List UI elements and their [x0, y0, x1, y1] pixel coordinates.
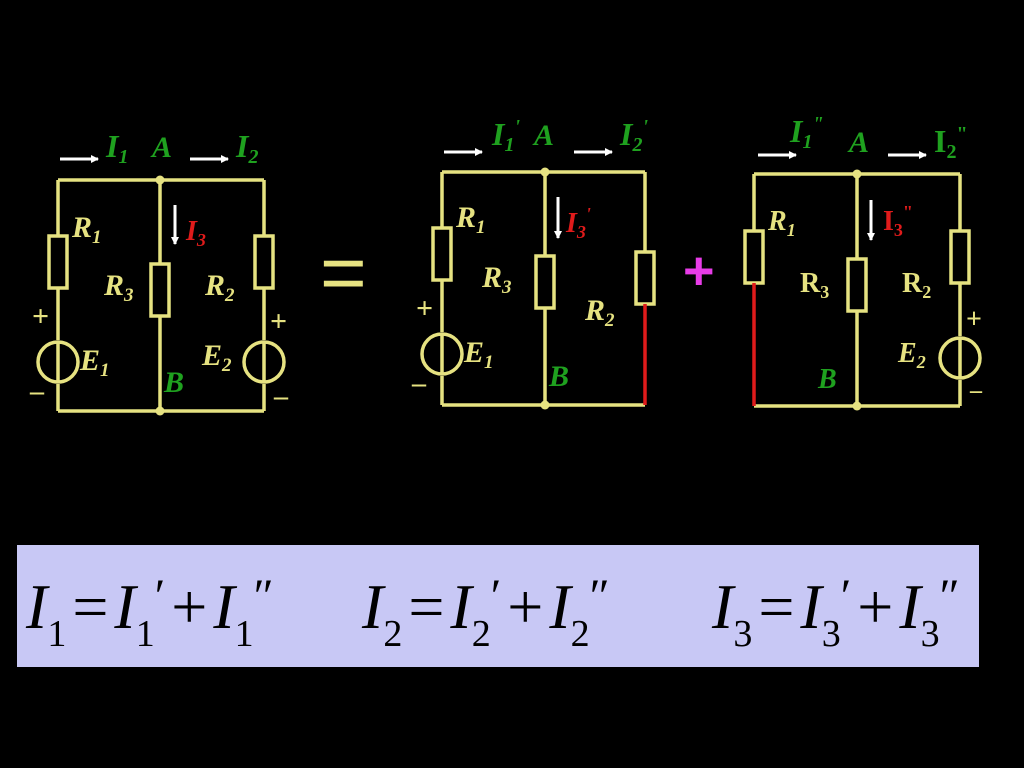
current-arrows-c3: [758, 151, 927, 241]
c2-label-a: A: [532, 119, 554, 152]
c1-plus-e1: +: [32, 300, 49, 333]
formula-i3-lhs-sub: 3: [733, 613, 753, 655]
c3-plus-e2: +: [966, 304, 982, 335]
c2-label-e1: E1: [463, 336, 494, 373]
formula-i3-a: I: [800, 571, 822, 642]
node-b-dot: [852, 401, 862, 411]
current-arrows-c1: [60, 155, 229, 245]
formula-i2-a-mark: ′: [490, 570, 502, 623]
resistor-r2: [949, 229, 971, 285]
c3-minus-e2: –: [969, 378, 983, 404]
c3-label-i1: I1": [789, 113, 824, 153]
c1-label-a: A: [150, 131, 172, 164]
formula-i1: I1=I1′+I1″: [26, 557, 274, 657]
c2-label-b: B: [548, 360, 569, 393]
formula-i1-lhs-sub: 1: [47, 613, 67, 655]
formula-i3-a-mark: ′: [840, 570, 852, 623]
resistor-r1: [743, 229, 765, 285]
node-a-dot: [540, 167, 550, 177]
c1-label-r1: R1: [71, 211, 102, 248]
c1-minus-e2: –: [273, 381, 289, 412]
c1-label-i1: I1: [105, 128, 128, 168]
resistor-r2: [253, 234, 275, 290]
formula-i2-b-mark: ″: [589, 570, 610, 623]
c2-label-r3: R3: [481, 261, 512, 298]
resistor-r3: [149, 262, 171, 318]
node-b-dot: [155, 406, 165, 416]
c1-minus-e1: –: [29, 376, 45, 407]
c3-label-r2: R2: [902, 268, 931, 302]
formula-i2-b: I: [549, 571, 571, 642]
node-a-dot: [155, 175, 165, 185]
c2-label-r1: R1: [455, 201, 486, 238]
formula-i1-b: I: [213, 571, 235, 642]
c3-label-a: A: [847, 126, 869, 159]
c1-label-e2: E2: [201, 339, 232, 376]
resistor-r1: [47, 234, 69, 290]
c3-label-i3: I3": [883, 202, 913, 240]
formula-i1-a-sub: 1: [135, 613, 155, 655]
formula-i1-lhs: I: [26, 571, 48, 642]
c3-label-e2: E2: [897, 338, 926, 372]
c1-label-b: B: [163, 366, 184, 399]
node-b-dot: [540, 400, 550, 410]
formula-i3-b-mark: ″: [939, 570, 960, 623]
c2-label-i1: I1': [491, 116, 520, 156]
c2-label-i2: I2': [619, 116, 648, 156]
formula-i1-eq: =: [72, 571, 109, 642]
resistor-r2: [634, 250, 656, 306]
formula-i3-b-sub: 3: [920, 613, 940, 655]
resistor-r3: [846, 257, 868, 313]
formula-i2-b-sub: 2: [570, 613, 590, 655]
formula-i2-plus: +: [507, 571, 544, 642]
c3-label-r1: R1: [767, 206, 796, 240]
c3-label-r3: R3: [800, 268, 829, 302]
node-a-dot: [852, 169, 862, 179]
c2-minus-e1: –: [411, 368, 427, 399]
resistor-r1: [431, 226, 453, 282]
formula-i2-a: I: [450, 571, 472, 642]
circuit-full: [36, 178, 286, 413]
formula-panel: [17, 545, 979, 667]
formula-i3: I3=I3′+I3″: [712, 557, 960, 657]
formula-i3-lhs: I: [712, 571, 734, 642]
formula-i2-a-sub: 2: [471, 613, 491, 655]
equals-sign: =: [320, 228, 367, 317]
formula-i2-eq: =: [408, 571, 445, 642]
formula-i1-b-sub: 1: [234, 613, 254, 655]
current-arrows-c2: [444, 148, 613, 239]
c3-label-i2: I2": [934, 123, 968, 163]
resistor-r3: [534, 254, 556, 310]
formula-i2: I2=I2′+I2″: [362, 557, 610, 657]
formula-i2-lhs: I: [362, 571, 384, 642]
formula-i1-a-mark: ′: [154, 570, 166, 623]
c1-label-i3: I3: [185, 216, 206, 250]
formula-i3-plus: +: [857, 571, 894, 642]
formula-i1-b-mark: ″: [253, 570, 274, 623]
formula-i3-eq: =: [758, 571, 795, 642]
c1-label-e1: E1: [79, 344, 110, 381]
formula-i1-plus: +: [171, 571, 208, 642]
formula-i3-a-sub: 3: [821, 613, 841, 655]
c1-label-r2: R2: [204, 269, 235, 306]
formula-i3-b: I: [899, 571, 921, 642]
formula-i1-a: I: [114, 571, 136, 642]
formula-i2-lhs-sub: 2: [383, 613, 403, 655]
c2-plus-e1: +: [416, 292, 433, 325]
plus-sign: +: [683, 241, 715, 301]
c2-label-r2: R2: [584, 294, 615, 331]
c2-label-i3: I3': [565, 204, 591, 242]
c1-label-r3: R3: [103, 269, 134, 306]
c1-label-i2: I2: [235, 128, 258, 168]
c1-plus-e2: +: [270, 305, 287, 338]
c3-label-b: B: [817, 364, 837, 395]
